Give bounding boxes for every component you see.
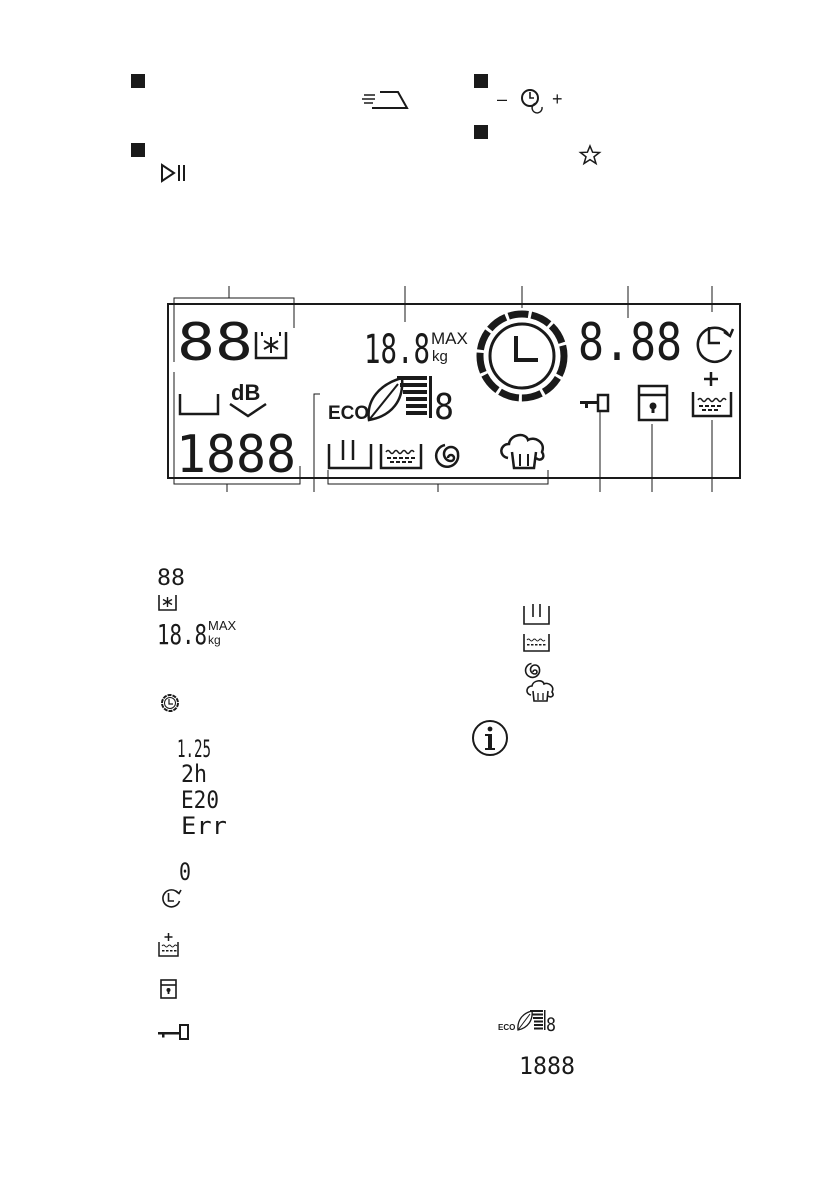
legend-time-example-2: 2h	[181, 760, 207, 788]
display-frame	[167, 303, 741, 479]
legend-weight-unit: kg	[208, 633, 221, 647]
legend-digits-88: 88	[157, 566, 185, 591]
legend-weight-digits: 18.8	[157, 618, 207, 651]
display-digits-88: 88	[177, 313, 253, 373]
weight-digits: 18.8	[364, 327, 430, 373]
rinse-plus-icon	[691, 372, 733, 418]
weight-unit-label: kg	[432, 348, 448, 365]
callout-marker-3	[474, 74, 488, 88]
eco-label: ECO	[328, 403, 369, 424]
legend-spin-phase-icon	[524, 662, 541, 679]
door-lock-icon	[637, 384, 669, 422]
iron-icon	[362, 91, 409, 109]
legend-left: 88 18.8 MAX kg 1.25 2h E20 Err 0	[157, 566, 237, 1040]
key-lock-icon	[580, 393, 610, 413]
callout-marker-1	[131, 74, 145, 88]
bottom-digits: 1888	[176, 425, 296, 485]
db-label: dB	[231, 380, 260, 405]
legend-steam-phase-icon	[526, 680, 554, 702]
steam-phase-icon	[500, 433, 545, 470]
legend-bottom-digits: 1888	[519, 1052, 575, 1080]
legend-right: ECO 8 1888	[472, 604, 575, 1080]
legend-door-lock-icon	[160, 979, 177, 999]
legend-time-example-3: E20	[181, 786, 219, 814]
rinse-phase-icon	[379, 444, 423, 470]
legend-stain-icon	[158, 595, 177, 611]
legend-weight-max: MAX	[208, 618, 237, 633]
legend-leaf-icon	[517, 1010, 533, 1031]
eco-digit: 8	[434, 387, 454, 428]
leaf-icon	[367, 376, 404, 422]
star-icon	[578, 144, 602, 166]
delay-plus-label: +	[552, 89, 563, 109]
chevron-down-icon	[229, 402, 267, 418]
legend-eco-level-bars	[530, 1010, 546, 1030]
play-pause-icon	[161, 163, 185, 183]
legend-time-example-4: Err	[181, 812, 227, 840]
eco-level-bars	[397, 376, 432, 418]
legend-time-example-1: 1.25	[177, 735, 211, 763]
callout-marker-4	[474, 125, 488, 139]
stain-icon	[254, 332, 288, 360]
callout-marker-2	[131, 143, 145, 157]
legend-time-restart-icon	[162, 889, 182, 908]
spin-phase-icon	[434, 443, 460, 469]
legend-wash-phase-icon	[523, 604, 550, 625]
legend-eco-label: ECO	[498, 1023, 515, 1032]
delay-minus-label: –	[497, 89, 508, 109]
time-digits: 8.88	[578, 313, 682, 373]
clock-icon	[476, 310, 568, 402]
wash-phase-icon	[327, 440, 373, 470]
legend-rinse-phase-icon	[523, 634, 550, 652]
weight-max-label: MAX	[431, 329, 468, 348]
time-restart-icon	[696, 326, 735, 363]
legend-rinse-plus-icon	[158, 933, 179, 957]
info-icon	[472, 720, 508, 756]
legend-zero: 0	[179, 858, 191, 886]
container-icon	[178, 394, 220, 416]
legend-clock-icon	[161, 694, 179, 712]
delay-clock-icon	[521, 89, 543, 114]
legend-eco-digit: 8	[546, 1014, 556, 1036]
display-diagram: 88 18.8 MAX kg 8.88 dB ECO	[167, 286, 741, 492]
legend-key-lock-icon	[158, 1024, 189, 1040]
